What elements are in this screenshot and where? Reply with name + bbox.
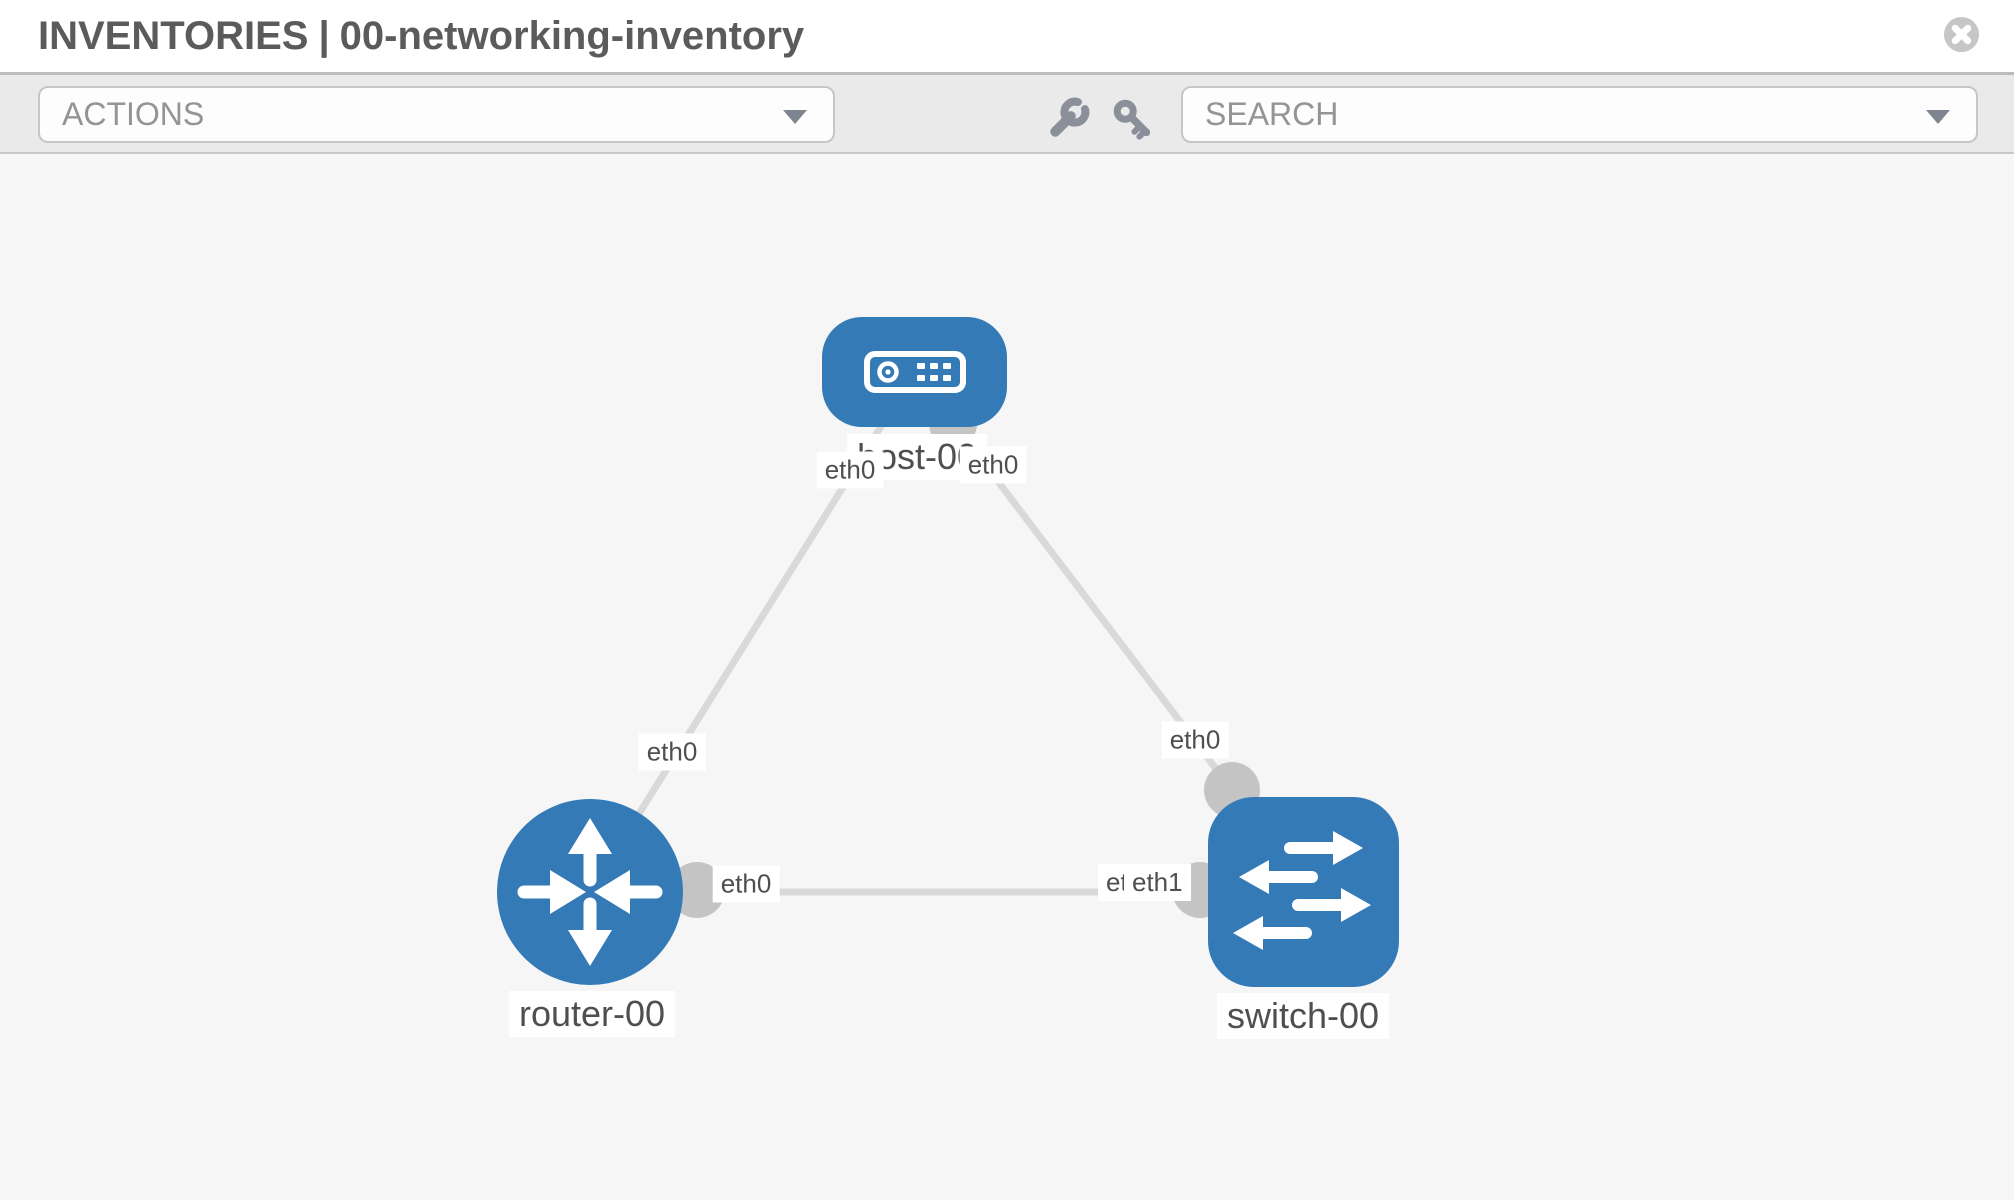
interface-label-switch-eth0-uplink: eth0 <box>1161 721 1229 759</box>
interface-label-host-eth0-left: eth0 <box>816 451 884 489</box>
chevron-down-icon <box>1926 110 1950 124</box>
breadcrumb: INVENTORIES <box>38 14 309 58</box>
node-switch-00[interactable] <box>1208 797 1399 987</box>
interface-label-switch-eth1: eth1 <box>1124 864 1191 901</box>
interface-label-router-eth0-lan: eth0 <box>712 865 780 903</box>
interface-label-router-eth0-uplink: eth0 <box>638 733 706 771</box>
connector-router-right <box>669 862 725 918</box>
close-button[interactable] <box>1943 16 1980 53</box>
router-icon <box>517 818 663 966</box>
toolbar <box>0 72 2014 154</box>
node-label-router-00: router-00 <box>508 991 676 1037</box>
page-title: INVENTORIES|00-networking-inventory <box>38 14 804 59</box>
actions-dropdown-input[interactable] <box>40 88 833 141</box>
inventory-name: 00-networking-inventory <box>339 14 805 58</box>
chevron-down-icon <box>783 110 807 124</box>
switch-icon <box>1233 831 1371 950</box>
topology-canvas[interactable]: host-00 router-00 switch-00 eth0 eth0 et… <box>0 154 2014 1200</box>
title-separator: | <box>318 14 330 58</box>
actions-dropdown[interactable] <box>38 86 835 143</box>
node-host-00[interactable] <box>822 317 1007 427</box>
node-router-00[interactable] <box>497 799 683 985</box>
server-icon <box>864 351 966 393</box>
times-circle-icon <box>1943 16 1980 53</box>
key-icon[interactable] <box>1111 97 1155 141</box>
wrench-icon[interactable] <box>1046 97 1090 141</box>
header: INVENTORIES|00-networking-inventory <box>0 0 2014 72</box>
interface-label-host-eth0-right: eth0 <box>959 446 1027 484</box>
search-dropdown[interactable] <box>1181 86 1978 143</box>
search-input[interactable] <box>1183 88 1976 141</box>
node-label-switch-00: switch-00 <box>1216 993 1390 1039</box>
